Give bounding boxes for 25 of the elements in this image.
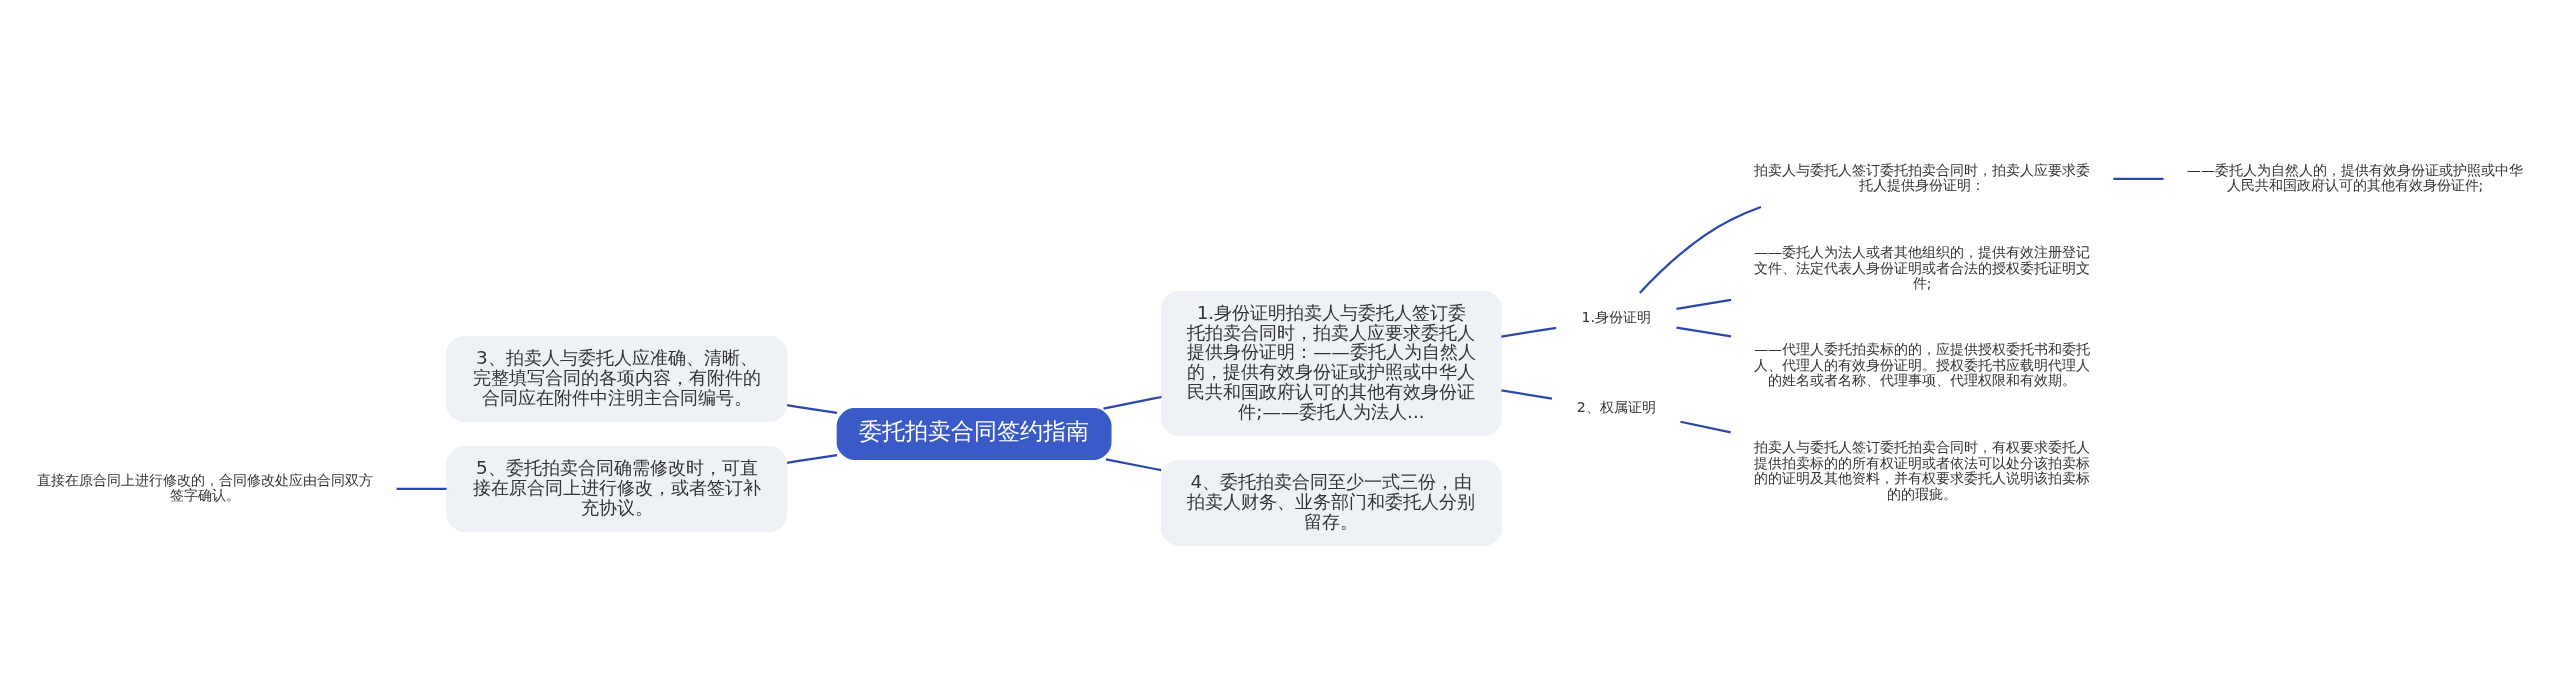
node-box: 1.身份证明拍卖人与委托人签订委托拍卖合同时，拍卖人应要求委托人提供身份证明：——委托人为自然人的，提供有效身份证或护照或中华人民共和国政府认可的其他有效身份证件;——委托人为法人... (1160, 290, 1503, 437)
connector (1103, 395, 1162, 410)
connector (1680, 420, 1731, 434)
connector (1638, 206, 1762, 294)
node-text: ——委托人为自然人的，提供有效身份证或护照或中华人民共和国政府认可的其他有效身份证件; (2186, 161, 2523, 194)
node-box: 5、委托拍卖合同确需修改时，可直接在原合同上进行修改，或者签订补充协议。 (446, 445, 788, 532)
node-text: 1.身份证明 (1581, 308, 1651, 325)
node-text: ——代理人委托拍卖标的的，应提供授权委托书和委托人、代理人的有效身份证明。授权委托书应载明代理人的姓名或者名称、代理事项、代理权限和有效期。 (1754, 341, 2091, 389)
connector (1501, 389, 1553, 400)
connector (1676, 298, 1732, 310)
node-box: 4、委托拍卖合同至少一式三份，由拍卖人财务、业务部门和委托人分别留存。 (1160, 460, 1503, 547)
node-text: 2、权属证明 (1576, 399, 1656, 416)
connector (1501, 326, 1557, 338)
node-box: 3、拍卖人与委托人应准确、清晰、完整填写合同的各项内容，有附件的合同应在附件中注明主合同编号。 (446, 336, 788, 422)
connector (786, 453, 838, 464)
connector (1676, 326, 1732, 338)
node-text: ——委托人为法人或者其他组织的，提供有效注册登记文件、法定代表人身份证明或者合法的授权委托证明文件; (1754, 244, 2091, 292)
node-box: 委托拍卖合同签约指南 (836, 407, 1112, 461)
node-text: 拍卖人与委托人签订委托拍卖合同时，拍卖人应要求委托人提供身份证明： (1754, 161, 2091, 194)
connector (396, 487, 447, 491)
connector (1105, 458, 1162, 472)
node-text: 拍卖人与委托人签订委托拍卖合同时，有权要求委托人提供拍卖标的的所有权证明或者依法可以处分该拍卖标的的证明及其他资料，并有权要求委托人说明该拍卖标的的瑕疵。 (1754, 439, 2091, 502)
node-text: 直接在原合同上进行修改的，合同修改处应由合同双方签字确认。 (37, 471, 374, 504)
connector (2113, 177, 2164, 180)
connector (786, 404, 838, 415)
